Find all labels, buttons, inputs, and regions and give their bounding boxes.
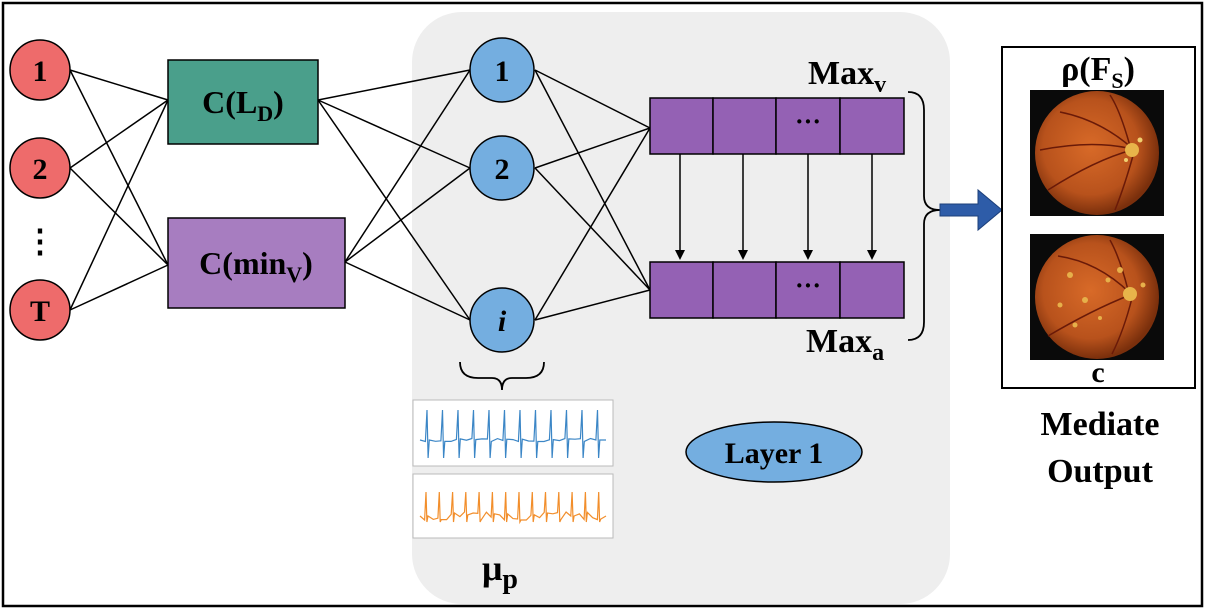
input-node-t: T [9,279,71,341]
compute-connections [317,69,471,321]
layer-badge: Layer 1 [685,421,863,483]
signal-orange-trace [419,491,607,525]
output-caption-line2: Output [1047,453,1153,490]
compute-ld-label: C(LD) [202,84,284,126]
layer-node-1: 1 [469,37,535,103]
layer-node-label: 2 [495,153,510,186]
feature-ellipsis-top: ··· [795,107,821,136]
output-top-label: ρ(FS) [1061,51,1135,93]
compute-box-min: C(minV) [167,217,346,309]
signal-plot-orange [412,473,614,539]
feature-row-top: ··· [649,97,905,155]
signal-plot-blue [412,399,614,467]
layer-node-label: 1 [495,55,510,88]
compute-box-ld: C(LD) [167,59,319,145]
output-arrow-icon [939,188,1003,232]
signal-label: μp [482,548,518,595]
layer-node-i: i [469,287,535,353]
input-ellipsis: ⋮ [24,223,56,259]
input-node-2: 2 [9,137,71,199]
output-caption-line1: Mediate [1041,406,1160,443]
input-node-label: 1 [33,55,48,88]
input-connections [69,69,169,311]
layer-connections [534,69,651,321]
input-node-label: 2 [33,153,48,186]
feature-row-bottom: ··· [649,261,905,319]
fundus-image-bottom [1030,234,1164,360]
signal-brace [459,361,545,391]
layer-node-label: i [498,305,507,338]
layer-label: Layer 1 [725,437,824,470]
input-node-1: 1 [9,39,71,101]
max-v-label: Maxv [808,55,886,98]
input-node-label: T [30,295,50,328]
compute-min-label: C(minV) [199,245,313,287]
signal-blue-trace [419,409,606,459]
layer-node-2: 2 [469,135,535,201]
max-a-label: Maxa [806,323,884,366]
feature-ellipsis-bottom: ··· [795,271,821,300]
feature-arrows [675,154,877,260]
output-bottom-label: c [1091,356,1104,389]
fundus-image-top [1030,90,1164,216]
